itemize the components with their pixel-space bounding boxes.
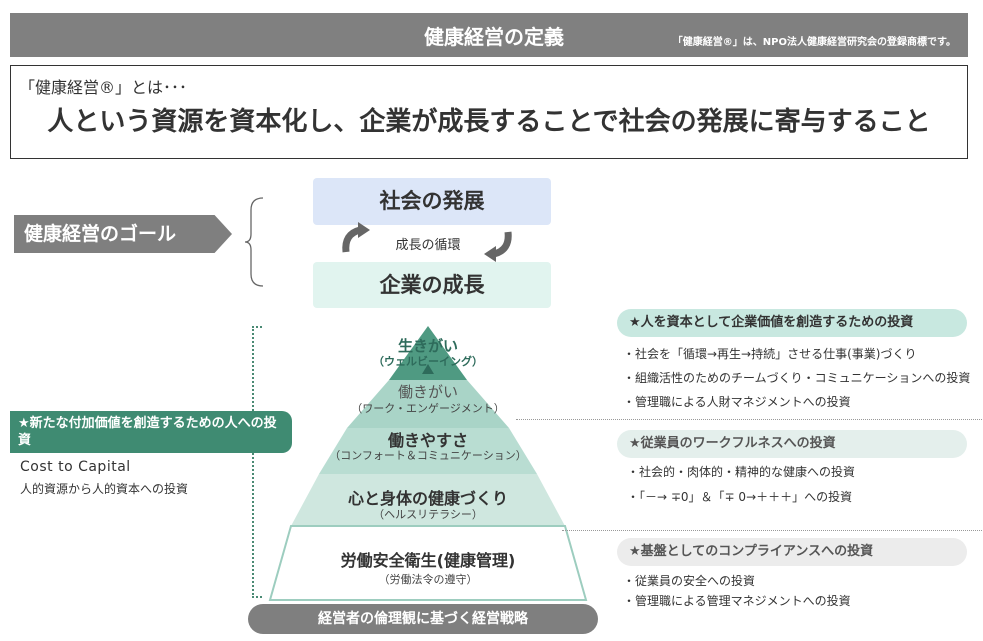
right-panel-1-item: ・組織活性のためのチームづくり・コミュニケーションへの投資 xyxy=(623,371,971,385)
right-panel-1-header: ★人を資本として企業価値を創造するための投資 xyxy=(617,309,967,337)
right-panel-2-item: ・「－→ ∓0」＆「∓ 0→＋＋＋」への投資 xyxy=(627,490,853,504)
pyramid-level-5-sub: （労働法令の遵守） xyxy=(378,573,478,586)
header-bar: 健康経営の定義 「健康経営®」は、NPO法人健康経営研究会の登録商標です。 xyxy=(10,13,968,57)
definition-intro: 「健康経営®」とは･･･ xyxy=(19,78,188,97)
growth-cycle-label: 成長の循環 xyxy=(395,238,461,253)
pyramid-level-1-title: 生きがい xyxy=(397,337,458,355)
right-panel-2-header: ★従業員のワークフルネスへの投資 xyxy=(617,430,967,458)
right-panel-3-item: ・管理職による管理マネジメントへの投資 xyxy=(623,594,851,608)
pyramid-level-2-title: 働きがい xyxy=(397,383,458,401)
goal-brace xyxy=(245,197,264,287)
society-development-box: 社会の発展 xyxy=(313,178,551,225)
management-strategy-base: 経営者の倫理観に基づく経営戦略 xyxy=(248,604,598,634)
goal-label: 健康経営のゴール xyxy=(14,215,232,253)
pyramid-up-arrow-icon xyxy=(422,364,434,374)
dotted-separator xyxy=(516,419,982,420)
cost-to-capital-text: Cost to Capital xyxy=(20,459,131,475)
left-panel-header: ★新たな付加価値を創造するための人への投資 xyxy=(10,411,292,453)
definition-box: 「健康経営®」とは･･･ 人という資源を資本化し、企業が成長することで社会の発展… xyxy=(10,65,968,159)
pyramid-level-5 xyxy=(268,525,588,601)
left-dotted-bracket xyxy=(252,326,262,598)
pyramid-level-2-sub: （ワーク・エンゲージメント） xyxy=(351,402,505,415)
health-management-pyramid xyxy=(268,326,588,601)
right-panel-3-header: ★基盤としてのコンプライアンスへの投資 xyxy=(617,538,967,566)
pyramid-level-3-sub: （コンフォート＆コミュニケーション） xyxy=(329,449,527,462)
pyramid-level-2 xyxy=(347,380,509,428)
pyramid-level-1-sub: （ウェルビーイング） xyxy=(373,355,483,368)
right-panel-1-item: ・管理職による人財マネジメントへの投資 xyxy=(623,395,851,409)
cycle-arrow-left-icon xyxy=(342,222,370,253)
pyramid-level-4 xyxy=(291,474,565,526)
pyramid-level-3 xyxy=(319,428,537,474)
page-title: 健康経営の定義 xyxy=(424,25,564,49)
right-panel-3-item: ・従業員の安全への投資 xyxy=(623,574,756,588)
cycle-arrow-right-icon xyxy=(484,231,512,262)
dotted-separator xyxy=(562,530,982,531)
pyramid-level-4-sub: （ヘルスリテラシー） xyxy=(373,508,483,521)
pyramid-level-1 xyxy=(389,326,467,380)
pyramid-level-3-title: 働きやすさ xyxy=(387,431,468,450)
pyramid-level-5-title: 労働安全衛生(健康管理) xyxy=(340,551,516,570)
right-panel-2-item: ・社会的・肉体的・精神的な健康への投資 xyxy=(627,465,856,479)
trademark-note: 「健康経営®」は、NPO法人健康経営研究会の登録商標です。 xyxy=(672,37,956,48)
right-panel-1-item: ・社会を「循環→再生→持続」させる仕事(事業)づくり xyxy=(623,347,917,361)
company-growth-box: 企業の成長 xyxy=(313,262,551,308)
definition-statement: 人という資源を資本化し、企業が成長することで社会の発展に寄与すること xyxy=(47,107,931,137)
human-capital-text: 人的資源から人的資本への投資 xyxy=(20,482,189,496)
pyramid-level-4-title: 心と身体の健康づくり xyxy=(347,489,508,508)
